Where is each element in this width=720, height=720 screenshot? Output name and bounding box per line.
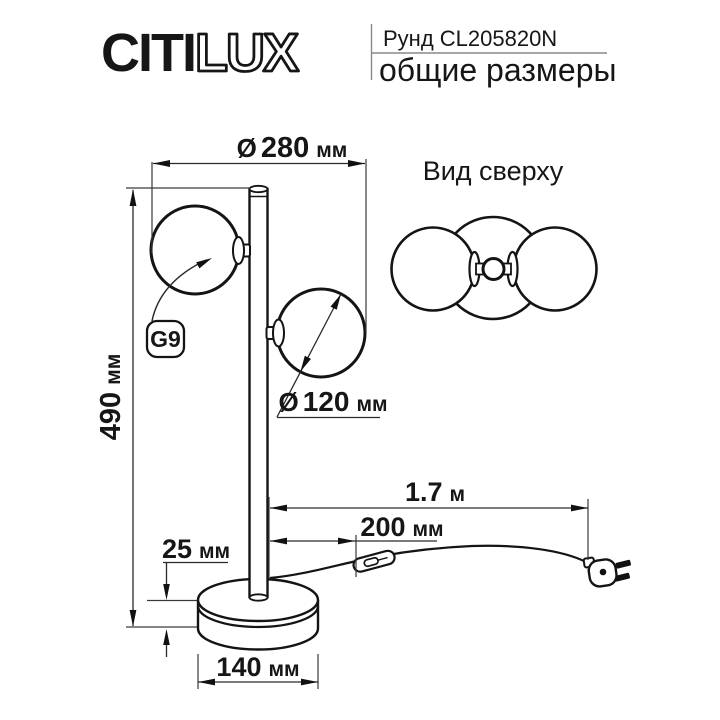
- dim-unit: мм: [199, 540, 230, 563]
- dim-base-height-label: 25 мм: [162, 534, 230, 564]
- plug-prong-top: [615, 559, 631, 569]
- dim-unit: м: [450, 483, 466, 506]
- dim-value: 200: [360, 512, 405, 542]
- diameter-symbol: Ø: [237, 133, 257, 163]
- dim-switch-label: 200 мм: [360, 512, 443, 542]
- socket-label-text: G9: [150, 326, 181, 352]
- plug-pin-hole: [599, 568, 607, 576]
- dim-height-label: 490 мм: [95, 354, 127, 440]
- dim-value: 140: [216, 652, 261, 682]
- arrowhead: [571, 504, 588, 512]
- dim-value: 120: [303, 386, 350, 417]
- dim-cord-label: 1.7 м: [405, 477, 465, 507]
- dim-unit: мм: [412, 518, 443, 541]
- socket-left-cup: [232, 236, 245, 265]
- top-view: Вид сверху: [390, 156, 598, 321]
- brand-logo: CITILUX: [101, 23, 299, 83]
- arrowhead: [196, 258, 212, 269]
- arrowhead: [129, 610, 137, 627]
- logo-outline-part: LUX: [195, 23, 299, 83]
- inline-switch: [352, 549, 396, 573]
- socket-right-cup: [272, 318, 285, 348]
- socket-callout-leader: [151, 259, 207, 322]
- arrowhead: [129, 189, 137, 206]
- arrowhead: [270, 504, 287, 512]
- arrowhead: [301, 678, 318, 686]
- socket-callout: G9: [145, 258, 212, 359]
- front-view: [149, 184, 631, 651]
- diameter-symbol: Ø: [278, 387, 298, 417]
- dim-cord-length: 1.7 м: [268, 477, 589, 578]
- pole-shaft: [248, 187, 269, 599]
- lamp-pole: [248, 184, 269, 602]
- dim-sphere-leader: [276, 293, 342, 418]
- dim-base-diameter: 140 мм: [197, 652, 319, 689]
- sphere-left: [149, 204, 241, 296]
- dim-unit: мм: [316, 139, 347, 162]
- arrowhead: [330, 294, 341, 310]
- dim-base-height: 25 мм: [147, 534, 230, 657]
- logo-solid-part: CITI: [101, 23, 195, 83]
- arrowhead: [153, 160, 170, 167]
- arrowhead: [338, 537, 355, 545]
- dim-height: 490 мм: [95, 187, 250, 628]
- dim-value: 280: [261, 132, 309, 164]
- pole-cap: [248, 184, 269, 194]
- dim-unit: мм: [268, 658, 299, 681]
- top-view-title: Вид сверху: [423, 156, 564, 186]
- header: CITILUX Рунд CL205820N общие размеры: [101, 22, 617, 88]
- dim-switch-distance: 200 мм: [270, 512, 444, 577]
- dim-value: 25: [162, 534, 192, 564]
- switch-seam: [377, 556, 388, 561]
- model-title: Рунд CL205820N: [383, 26, 557, 51]
- dim-unit: мм: [102, 354, 125, 385]
- arrowhead: [300, 355, 311, 372]
- dim-base-diameter-label: 140 мм: [216, 652, 299, 682]
- dim-unit: мм: [356, 393, 387, 416]
- base-bottom-arc: [196, 628, 320, 651]
- dim-value: 490: [95, 392, 127, 440]
- arrowhead: [163, 584, 170, 600]
- top-view-sphere-left: [390, 226, 476, 312]
- page-subtitle: общие размеры: [379, 52, 617, 88]
- dim-value: 1.7: [405, 477, 443, 507]
- power-plug: [582, 556, 631, 588]
- plug-prong-bottom: [614, 572, 630, 582]
- power-cord: [269, 544, 587, 580]
- arrowhead: [198, 678, 215, 686]
- top-view-pole-circle: [481, 257, 506, 281]
- top-view-sphere-right: [512, 226, 598, 312]
- arrowhead: [163, 629, 170, 645]
- arrowhead: [270, 537, 287, 545]
- pole-bottom-ellipse: [248, 593, 269, 602]
- lamp-base: [196, 577, 320, 651]
- arrowhead: [348, 160, 365, 167]
- socket-label-box: [145, 319, 186, 359]
